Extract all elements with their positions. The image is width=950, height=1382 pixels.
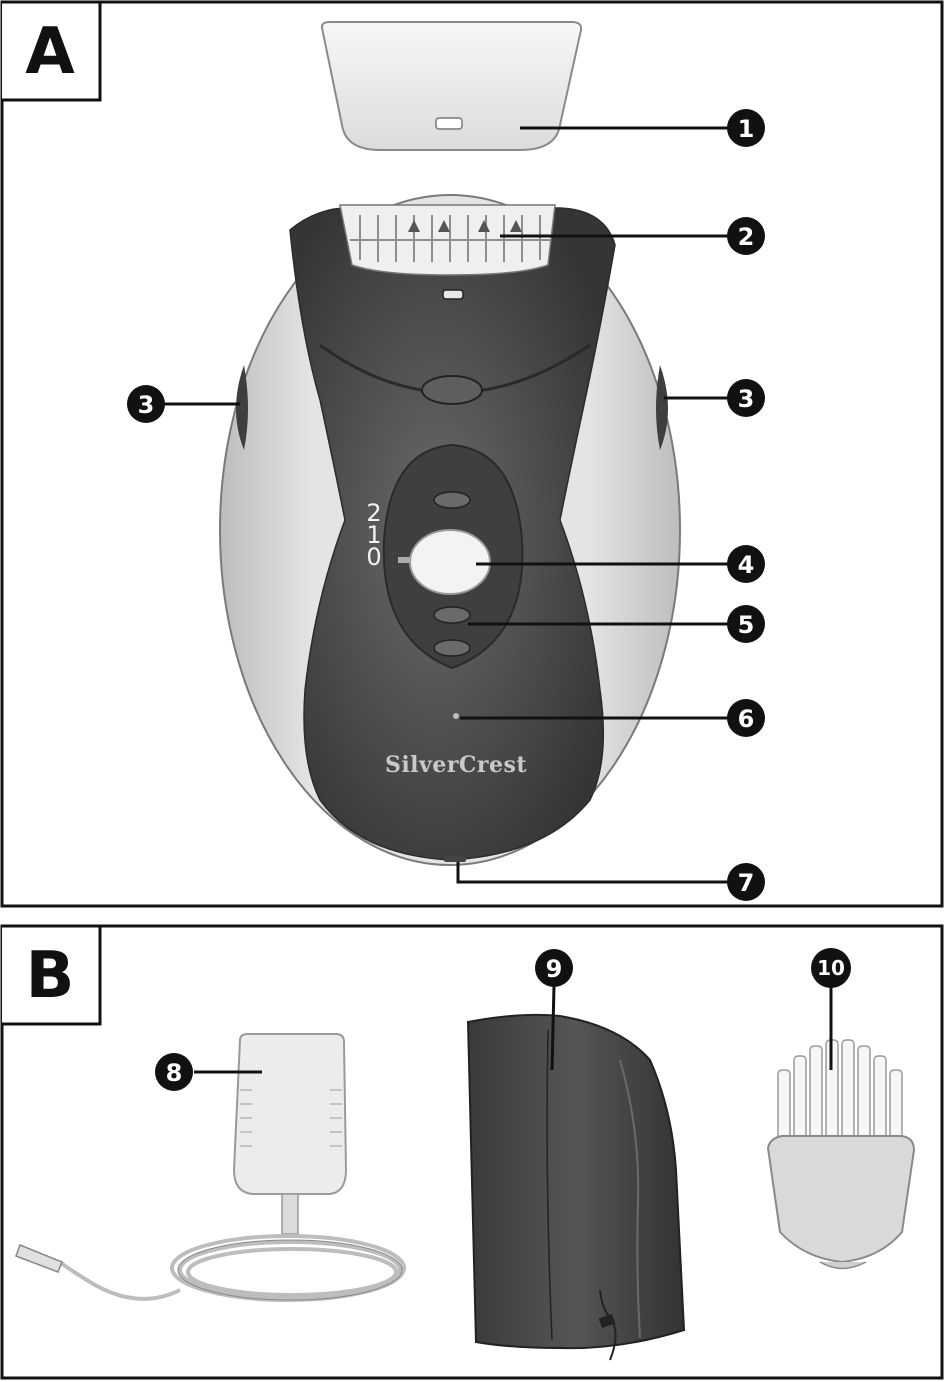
callout-9: 9: [535, 949, 573, 987]
callout-5: 5: [727, 605, 765, 643]
svg-text:3: 3: [738, 385, 755, 413]
switch-marker: [398, 557, 410, 563]
callout-1: 1: [727, 109, 765, 147]
adapter-plug: [16, 1245, 62, 1272]
panel-a-label: A: [25, 15, 75, 89]
speed-dot-0: [434, 640, 470, 656]
storage-pouch: [468, 1015, 684, 1360]
protective-cap: [322, 22, 581, 150]
svg-text:7: 7: [738, 869, 755, 897]
epilator-device: 2 1 0 SilverCrest: [220, 195, 680, 865]
callout-8: 8: [155, 1053, 193, 1091]
head-release-button: [422, 376, 482, 404]
callout-10: 10: [811, 948, 851, 988]
on-off-switch: [410, 530, 490, 594]
svg-text:9: 9: [546, 955, 563, 983]
svg-text:3: 3: [138, 391, 155, 419]
power-adapter: [16, 1034, 404, 1300]
brand-logo: SilverCrest: [385, 752, 527, 778]
callout-3-right: 3: [727, 379, 765, 417]
adapter-cable: [60, 1236, 404, 1300]
callout-7: 7: [727, 863, 765, 901]
svg-text:10: 10: [817, 956, 845, 980]
svg-text:6: 6: [738, 705, 755, 733]
svg-text:4: 4: [738, 551, 755, 579]
panel-b-label: B: [26, 939, 75, 1013]
svg-text:8: 8: [166, 1059, 183, 1087]
callout-6: 6: [727, 699, 765, 737]
callout-3-left: 3: [127, 385, 165, 423]
charge-indicator-light: [453, 713, 459, 719]
svg-text:2: 2: [738, 223, 755, 251]
speed-label-0: 0: [366, 543, 381, 571]
speed-dot-1: [434, 607, 470, 623]
svg-text:1: 1: [738, 115, 755, 143]
callout-2: 2: [727, 217, 765, 255]
charging-socket: [444, 856, 466, 862]
callout-4: 4: [727, 545, 765, 583]
cleaning-brush: [768, 1040, 914, 1269]
speed-dot-2: [434, 492, 470, 508]
svg-text:5: 5: [738, 611, 755, 639]
head-indicator: [443, 290, 463, 299]
